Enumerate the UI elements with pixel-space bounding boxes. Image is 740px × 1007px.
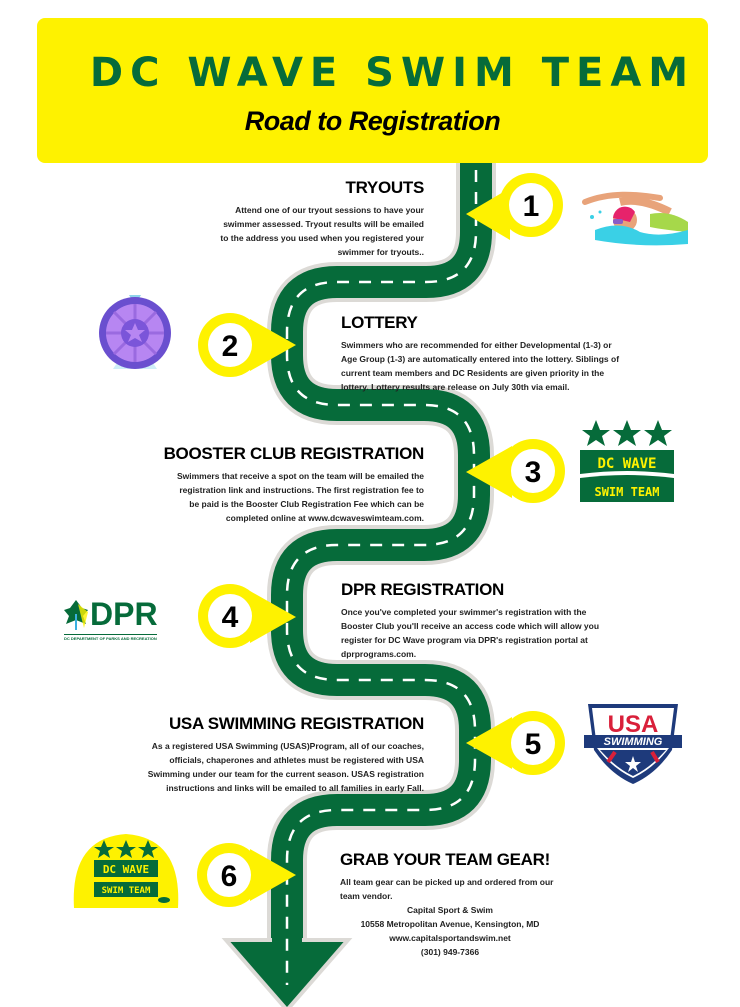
leaf-icon <box>64 600 88 630</box>
swimming-text: SWIMMING <box>604 736 663 748</box>
page-subtitle: Road to Registration <box>244 106 501 136</box>
step-text: instructions and links will be emailed t… <box>166 783 424 793</box>
cap-text: SWIM TEAM <box>102 886 151 896</box>
usa-text: USA <box>608 711 659 738</box>
step-text: completed online at www.dcwaveswimteam.c… <box>225 513 424 523</box>
step-text: register for DC Wave program via DPR's r… <box>341 635 588 645</box>
swimmer-illustration <box>582 191 688 246</box>
step-text: officials, chaperones and athletes must … <box>169 755 424 765</box>
step-text: registration link and instructions. The … <box>179 485 424 495</box>
step-text: to the address you used when you registe… <box>220 233 424 243</box>
pin-2 <box>198 313 296 377</box>
step-number-6: 6 <box>221 860 238 893</box>
badge-text: DC WAVE <box>597 456 656 472</box>
vendor-address: 10558 Metropolitan Avenue, Kensington, M… <box>360 919 540 929</box>
header-banner: DC WAVE SWIM TEAM Road to Registration <box>37 18 708 163</box>
dc-wave-badge-logo: DC WAVE SWIM TEAM <box>580 420 674 502</box>
dpr-caption: DC DEPARTMENT OF PARKS AND RECREATION <box>64 634 157 641</box>
step-text: lottery. Lottery results are release on … <box>341 382 570 392</box>
step-number-4: 4 <box>222 601 239 634</box>
step-dpr: DPR REGISTRATION Once you've completed y… <box>341 580 599 661</box>
step-number-1: 1 <box>523 190 540 223</box>
step-text: As a registered USA Swimming (USAS)Progr… <box>151 741 424 751</box>
pin-4 <box>198 584 296 648</box>
vendor-phone: (301) 949-7366 <box>420 947 480 957</box>
step-heading: DPR REGISTRATION <box>341 580 505 599</box>
badge-text: SWIM TEAM <box>594 485 659 499</box>
step-team-gear: GRAB YOUR TEAM GEAR! All team gear can b… <box>340 850 560 959</box>
step-tryouts: TRYOUTS Attend one of our tryout session… <box>220 178 424 259</box>
step-number-5: 5 <box>525 728 542 761</box>
step-text: current team members and DC Residents ar… <box>341 368 605 378</box>
step-text: dprprograms.com. <box>341 649 417 659</box>
road-lane-dashes <box>285 170 478 985</box>
vendor-name: Capital Sport & Swim <box>407 905 493 915</box>
step-text: team vendor. <box>340 891 393 901</box>
pin-1 <box>466 173 563 240</box>
step-text: Swimming under our team for the current … <box>147 769 424 779</box>
step-heading: USA SWIMMING REGISTRATION <box>168 714 424 733</box>
step-heading: GRAB YOUR TEAM GEAR! <box>340 850 550 869</box>
step-text: All team gear can be picked up and order… <box>340 877 554 887</box>
step-text: be paid is the Booster Club Registration… <box>189 499 424 509</box>
vendor-website[interactable]: www.capitalsportandswim.net <box>389 933 511 943</box>
pin-6 <box>197 843 296 907</box>
step-text: swimmer assessed. Tryout results will be… <box>223 219 424 229</box>
step-heading: LOTTERY <box>341 313 418 332</box>
step-heading: TRYOUTS <box>345 178 425 197</box>
step-text: Attend one of our tryout sessions to hav… <box>235 205 424 215</box>
step-booster-club: BOOSTER CLUB REGISTRATION Swimmers that … <box>163 444 425 525</box>
page-title: DC WAVE SWIM TEAM <box>89 50 696 96</box>
swim-cap-image: DC WAVE SWIM TEAM <box>73 834 179 908</box>
step-number-3: 3 <box>525 456 542 489</box>
pin-5 <box>466 711 565 775</box>
step-text: Swimmers that receive a spot on the team… <box>176 471 424 481</box>
step-number-2: 2 <box>222 330 239 363</box>
pin-3 <box>466 439 565 503</box>
step-text: Once you've completed your swimmer's reg… <box>341 607 587 617</box>
usa-swimming-logo: USA SWIMMING <box>584 704 682 784</box>
step-text: Swimmers who are recommended for either … <box>341 340 612 350</box>
step-heading: BOOSTER CLUB REGISTRATION <box>163 444 425 463</box>
dpr-mark: DPR <box>90 596 158 632</box>
step-text: Age Group (1-3) are automatically entere… <box>341 354 620 364</box>
step-text: swimmer for tryouts.. <box>337 247 424 257</box>
step-usa-swimming: USA SWIMMING REGISTRATION As a registere… <box>147 714 425 795</box>
step-text: Booster Club you'll receive an access co… <box>341 621 600 631</box>
prize-wheel-icon <box>99 295 171 369</box>
step-lottery: LOTTERY Swimmers who are recommended for… <box>341 313 619 394</box>
cap-text: DC WAVE <box>103 863 149 876</box>
